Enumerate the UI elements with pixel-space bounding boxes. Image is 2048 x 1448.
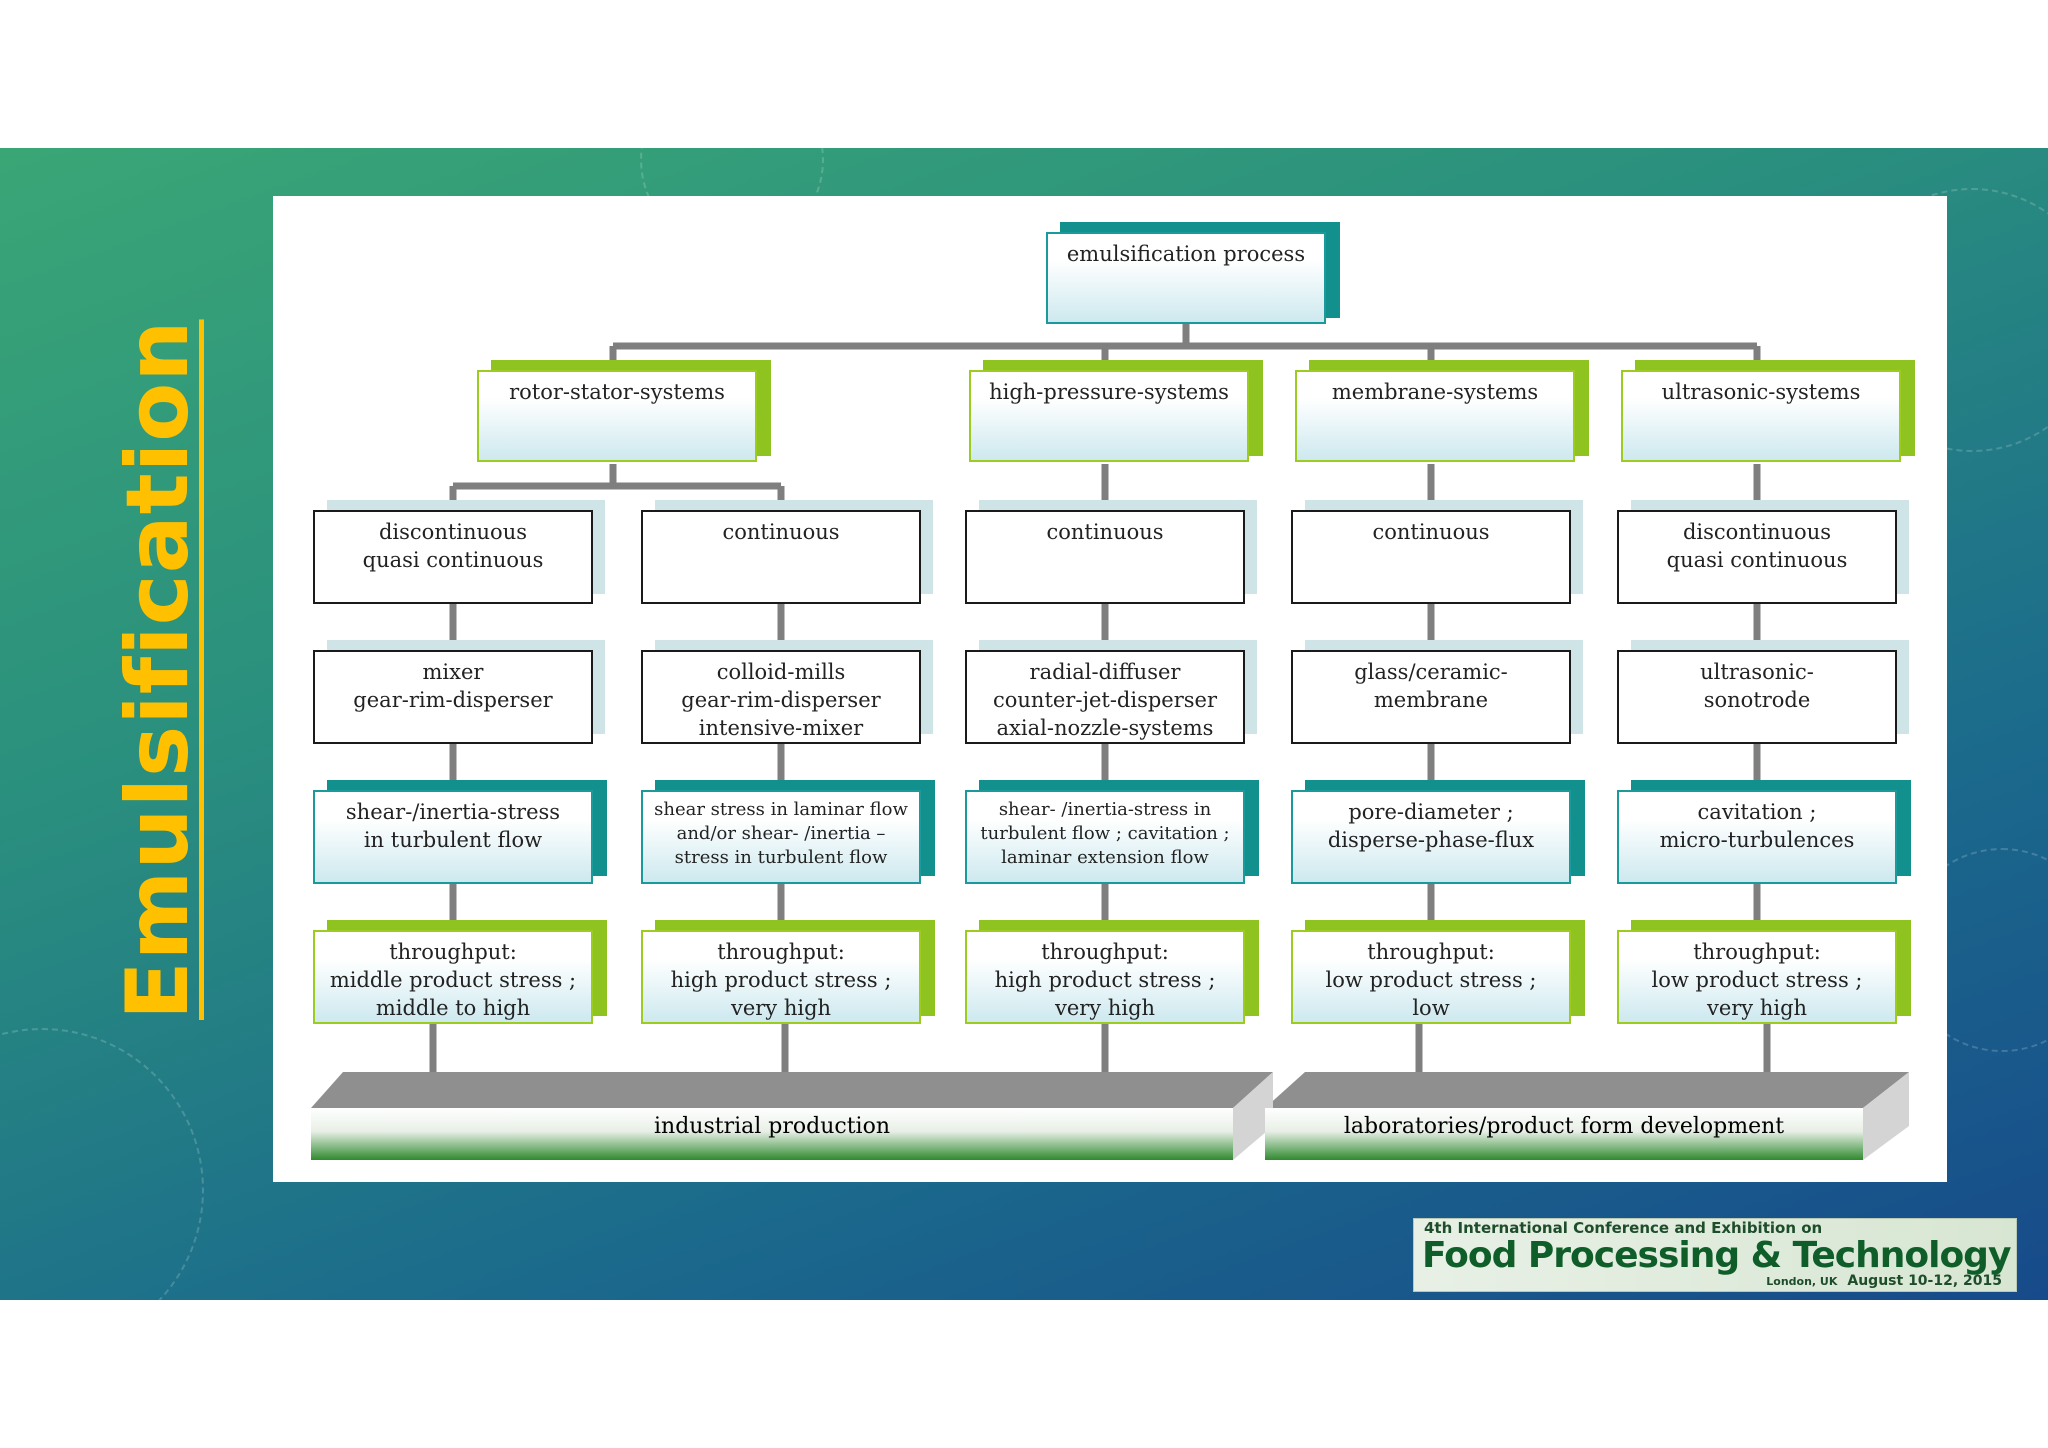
system-label: high-pressure-systems [989, 380, 1229, 404]
throughput-label: throughput: high product stress ; very h… [670, 940, 892, 1020]
decorative-circle [0, 1028, 204, 1300]
base-laboratories: laboratories/product form development [1265, 1108, 1863, 1160]
mode-label: continuous [1372, 520, 1490, 544]
stress-node: cavitation ; micro-turbulences [1617, 790, 1897, 884]
device-node: glass/ceramic- membrane [1291, 650, 1571, 744]
device-node: radial-diffuser counter-jet-disperser ax… [965, 650, 1245, 744]
mode-node: continuous [641, 510, 921, 604]
stress-node: shear stress in laminar flow and/or shea… [641, 790, 921, 884]
mode-node: continuous [1291, 510, 1571, 604]
root-node: emulsification process [1046, 232, 1326, 324]
device-node: mixer gear-rim-disperser [313, 650, 593, 744]
conference-logo: 4th International Conference and Exhibit… [1413, 1218, 2017, 1292]
throughput-node: throughput: low product stress ; low [1291, 930, 1571, 1024]
device-node: colloid-mills gear-rim-disperser intensi… [641, 650, 921, 744]
stress-label: shear stress in laminar flow and/or shea… [654, 799, 908, 868]
system-label: membrane-systems [1331, 380, 1539, 404]
device-label: radial-diffuser counter-jet-disperser ax… [992, 660, 1218, 740]
mode-label: discontinuous quasi continuous [1666, 520, 1848, 572]
system-node-ultrasonic: ultrasonic-systems [1621, 370, 1901, 462]
stress-node: shear-/inertia-stress in turbulent flow [313, 790, 593, 884]
throughput-label: throughput: high product stress ; very h… [994, 940, 1216, 1020]
mode-label: continuous [1046, 520, 1164, 544]
mode-node: discontinuous quasi continuous [1617, 510, 1897, 604]
system-label: rotor-stator-systems [509, 380, 725, 404]
root-node-label: emulsification process [1066, 242, 1306, 266]
device-label: mixer gear-rim-disperser [353, 660, 553, 712]
diagram-panel: emulsification process rotor-stator-syst… [273, 196, 1947, 1182]
system-node-membrane: membrane-systems [1295, 370, 1575, 462]
throughput-node: throughput: low product stress ; very hi… [1617, 930, 1897, 1024]
stress-node: shear- /inertia-stress in turbulent flow… [965, 790, 1245, 884]
base-top-industrial [311, 1072, 1273, 1108]
stress-label: shear- /inertia-stress in turbulent flow… [980, 799, 1230, 868]
system-label: ultrasonic-systems [1661, 380, 1861, 404]
system-node-high-pressure: high-pressure-systems [969, 370, 1249, 462]
base-side-laboratory [1863, 1072, 1909, 1160]
throughput-node: throughput: high product stress ; very h… [641, 930, 921, 1024]
base-label: laboratories/product form development [1343, 1114, 1785, 1139]
throughput-node: throughput: high product stress ; very h… [965, 930, 1245, 1024]
slide-title: Emulsification [108, 319, 208, 1020]
stress-label: cavitation ; micro-turbulences [1659, 800, 1855, 852]
base-industrial-production: industrial production [311, 1108, 1233, 1160]
logo-line3: London, UK August 10-12, 2015 [1766, 1273, 2002, 1289]
throughput-node: throughput: middle product stress ; midd… [313, 930, 593, 1024]
mode-node: continuous [965, 510, 1245, 604]
stress-label: pore-diameter ; disperse-phase-flux [1327, 800, 1535, 852]
logo-line2: Food Processing & Technology [1422, 1235, 2011, 1276]
throughput-label: throughput: low product stress ; low [1325, 940, 1537, 1020]
base-platform-tops [311, 1072, 1909, 1160]
device-node: ultrasonic- sonotrode [1617, 650, 1897, 744]
stress-label: shear-/inertia-stress in turbulent flow [345, 800, 561, 852]
base-label: industrial production [654, 1114, 890, 1139]
device-label: ultrasonic- sonotrode [1700, 660, 1814, 712]
stress-node: pore-diameter ; disperse-phase-flux [1291, 790, 1571, 884]
throughput-label: throughput: low product stress ; very hi… [1651, 940, 1863, 1020]
mode-label: discontinuous quasi continuous [362, 520, 544, 572]
mode-node: discontinuous quasi continuous [313, 510, 593, 604]
logo-location: London, UK [1766, 1275, 1838, 1288]
throughput-label: throughput: middle product stress ; midd… [329, 940, 577, 1020]
logo-line1: 4th International Conference and Exhibit… [1424, 1219, 1823, 1237]
mode-label: continuous [722, 520, 840, 544]
base-top-laboratory [1265, 1072, 1909, 1108]
device-label: colloid-mills gear-rim-disperser intensi… [681, 660, 881, 740]
logo-dates: August 10-12, 2015 [1847, 1273, 2002, 1289]
base-side-industrial [1233, 1072, 1273, 1160]
system-node-rotor-stator: rotor-stator-systems [477, 370, 757, 462]
device-label: glass/ceramic- membrane [1354, 660, 1508, 712]
